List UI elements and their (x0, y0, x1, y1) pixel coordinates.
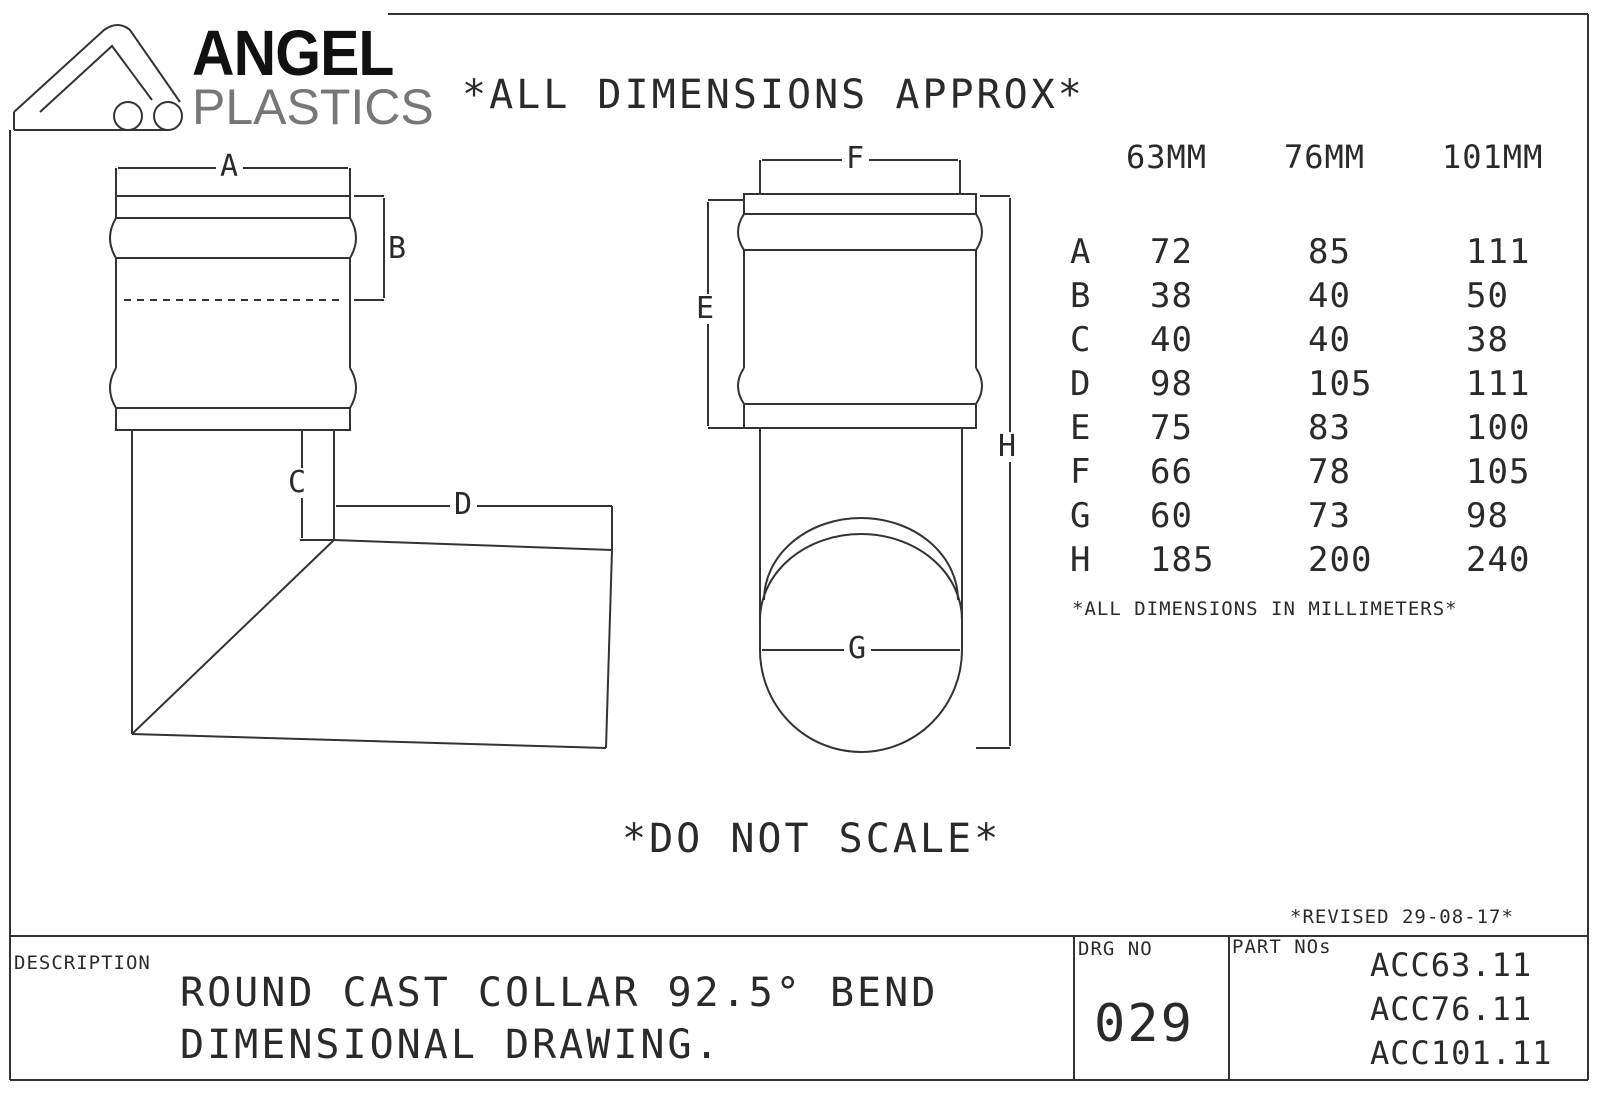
row-value: 78 (1308, 452, 1351, 492)
row-value: 98 (1150, 364, 1193, 404)
row-value: 185 (1150, 540, 1215, 580)
do-not-scale-notice: *DO NOT SCALE* (622, 816, 1002, 862)
row-value: 66 (1150, 452, 1193, 492)
side-view (109, 167, 613, 749)
row-value: 105 (1308, 364, 1373, 404)
part-numbers-label: PART NOs (1232, 936, 1332, 958)
column-header-76mm: 76MM (1284, 138, 1366, 176)
part-number: ACC76.11 (1370, 990, 1533, 1028)
description-line-2: DIMENSIONAL DRAWING. (180, 1022, 722, 1068)
row-label: B (1070, 276, 1092, 316)
description-line-1: ROUND CAST COLLAR 92.5° BEND (180, 970, 939, 1016)
row-value: 98 (1466, 496, 1509, 536)
row-value: 50 (1466, 276, 1509, 316)
header-notice: *ALL DIMENSIONS APPROX* (462, 72, 1085, 118)
row-value: 105 (1466, 452, 1531, 492)
column-header-101mm: 101MM (1442, 138, 1544, 176)
dim-label-h: H (994, 432, 1022, 462)
dim-label-f: F (842, 144, 870, 174)
column-header-63mm: 63MM (1126, 138, 1208, 176)
row-value: 38 (1150, 276, 1193, 316)
logo-mark-icon (13, 24, 183, 131)
row-label: E (1070, 408, 1092, 448)
dim-label-g: G (844, 634, 872, 664)
row-value: 240 (1466, 540, 1531, 580)
row-label: F (1070, 452, 1092, 492)
logo-word-angel: ANGEL (192, 17, 394, 89)
row-value: 40 (1308, 276, 1351, 316)
row-value: 72 (1150, 232, 1193, 272)
row-value: 85 (1308, 232, 1351, 272)
part-number: ACC63.11 (1370, 946, 1533, 984)
row-label: D (1070, 364, 1092, 404)
dim-label-c: C (284, 468, 312, 498)
row-value: 111 (1466, 364, 1531, 404)
drawing-number: 029 (1094, 994, 1194, 1054)
dimension-table: 63MM 76MM 101MM A 72 85 111 B 38 40 50 C… (1070, 138, 1570, 618)
table-note: *ALL DIMENSIONS IN MILLIMETERS* (1072, 598, 1458, 620)
row-value: 40 (1308, 320, 1351, 360)
row-value: 73 (1308, 496, 1351, 536)
row-value: 100 (1466, 408, 1531, 448)
row-label: G (1070, 496, 1092, 536)
dim-label-e: E (692, 294, 720, 324)
logo-word-plastics: PLASTICS (192, 79, 434, 135)
row-value: 38 (1466, 320, 1509, 360)
row-label: H (1070, 540, 1092, 580)
part-number: ACC101.11 (1370, 1034, 1553, 1072)
row-value: 75 (1150, 408, 1193, 448)
revision-note: *REVISED 29-08-17* (1290, 906, 1514, 928)
row-label: C (1070, 320, 1092, 360)
row-value: 60 (1150, 496, 1193, 536)
drawing-number-label: DRG NO (1078, 938, 1153, 960)
row-value: 40 (1150, 320, 1193, 360)
description-label: DESCRIPTION (14, 952, 151, 974)
row-value: 200 (1308, 540, 1373, 580)
row-value: 83 (1308, 408, 1351, 448)
row-label: A (1070, 232, 1092, 272)
dim-label-a: A (216, 152, 244, 182)
row-value: 111 (1466, 232, 1531, 272)
dim-label-d: D (450, 490, 478, 520)
front-view (707, 159, 1011, 753)
dim-label-b: B (388, 231, 408, 266)
